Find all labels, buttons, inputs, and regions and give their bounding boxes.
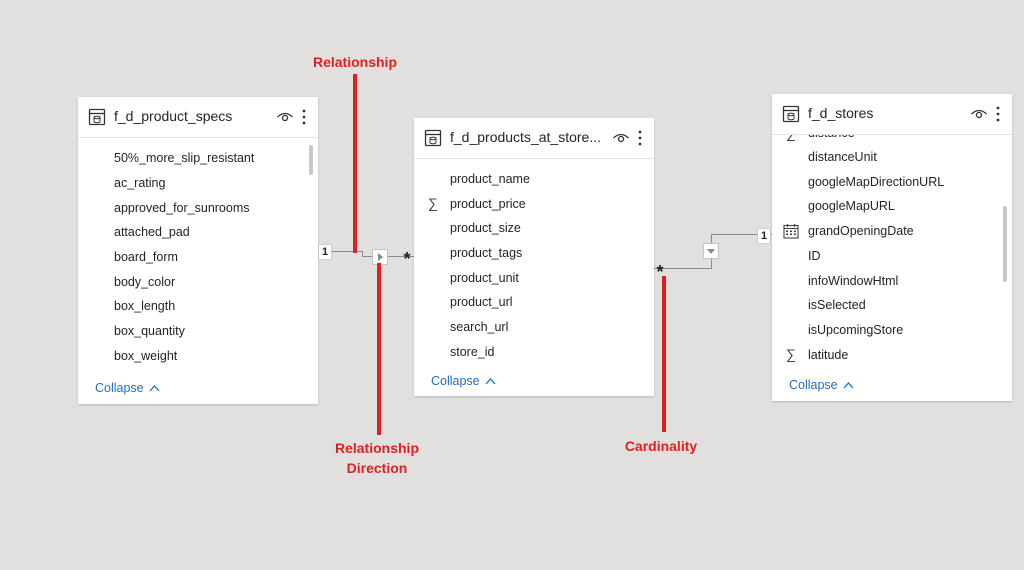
field-item[interactable]: product_name: [450, 172, 530, 186]
table-name: f_d_product_specs: [114, 108, 233, 124]
field-item[interactable]: grandOpeningDate: [808, 224, 914, 238]
table-name: f_d_stores: [808, 105, 874, 121]
eye-icon[interactable]: [612, 130, 630, 146]
field-item[interactable]: googleMapDirectionURL: [808, 175, 945, 189]
chevron-up-icon: [843, 382, 854, 389]
rel-line-segment: [711, 234, 772, 235]
collapse-button[interactable]: Collapse: [431, 374, 496, 388]
field-item[interactable]: latitude: [808, 348, 849, 362]
field-item[interactable]: googleMapURL: [808, 199, 895, 213]
field-item[interactable]: box_quantity: [114, 324, 185, 338]
cardinality-many-marker: *: [656, 262, 664, 282]
table-icon: [88, 108, 106, 126]
collapse-button[interactable]: Collapse: [95, 381, 160, 395]
rel-line-segment: [654, 268, 712, 269]
field-item[interactable]: isUpcomingStore: [808, 323, 904, 337]
rel-line-segment: [318, 251, 363, 252]
field-item[interactable]: product_price: [450, 197, 526, 211]
table-icon: [782, 105, 800, 123]
filter-direction-down-icon[interactable]: [703, 243, 719, 259]
collapse-button[interactable]: Collapse: [789, 378, 854, 392]
field-item[interactable]: 50%_more_slip_resistant: [114, 151, 255, 165]
scrollbar[interactable]: [1003, 206, 1007, 282]
more-options-icon[interactable]: [637, 128, 643, 148]
field-item[interactable]: distanceUnit: [808, 150, 877, 164]
rel-line-segment: [362, 251, 363, 257]
field-item[interactable]: product_unit: [450, 271, 519, 285]
field-item[interactable]: board_form: [114, 250, 178, 264]
field-item[interactable]: product_tags: [450, 246, 523, 260]
chevron-up-icon: [149, 385, 160, 392]
annotation-direction-line2: Direction: [346, 460, 408, 476]
field-item[interactable]: distance: [808, 135, 855, 145]
field-item[interactable]: product_url: [450, 295, 513, 309]
more-options-icon[interactable]: [995, 104, 1001, 124]
eye-icon[interactable]: [276, 109, 294, 125]
sigma-icon: ∑: [428, 195, 438, 211]
sigma-icon: ∑: [786, 346, 796, 362]
table-card-stores[interactable]: ∑ distance distanceUnit googleMapDirecti…: [772, 94, 1012, 401]
collapse-label: Collapse: [431, 374, 480, 388]
cardinality-one-badge: 1: [757, 228, 771, 244]
rel-line-segment: [362, 256, 414, 257]
more-options-icon[interactable]: [301, 107, 307, 127]
annotation-cardinality-label: Cardinality: [624, 438, 698, 454]
annotation-direction-label: Relationship Direction: [312, 438, 442, 478]
collapse-label: Collapse: [789, 378, 838, 392]
scrollbar[interactable]: [309, 145, 313, 175]
field-item[interactable]: store_id: [450, 345, 495, 359]
field-item[interactable]: ID: [808, 249, 821, 263]
field-item[interactable]: attached_pad: [114, 225, 190, 239]
table-card-products-at-store[interactable]: f_d_products_at_store... product_name ∑ …: [414, 118, 654, 396]
field-item[interactable]: isSelected: [808, 298, 866, 312]
eye-icon[interactable]: [970, 106, 988, 122]
field-item[interactable]: ac_rating: [114, 176, 166, 190]
field-item[interactable]: product_size: [450, 221, 521, 235]
field-item[interactable]: box_length: [114, 299, 176, 313]
field-item[interactable]: box_weight: [114, 349, 178, 363]
field-item[interactable]: infoWindowHtml: [808, 274, 899, 288]
table-header[interactable]: f_d_products_at_store...: [414, 118, 654, 159]
table-header[interactable]: f_d_product_specs: [78, 97, 318, 138]
cardinality-one-badge: 1: [318, 244, 332, 260]
table-name: f_d_products_at_store...: [450, 129, 601, 145]
table-card-product-specs[interactable]: f_d_product_specs 50%_more_slip_resistan…: [78, 97, 318, 404]
field-list: ∑ distance distanceUnit googleMapDirecti…: [772, 135, 1012, 375]
sigma-icon: ∑: [783, 135, 799, 145]
annotation-direction-pointer: [377, 263, 381, 435]
annotation-direction-line1: Relationship: [334, 440, 419, 456]
calendar-icon: [783, 224, 799, 239]
table-icon: [424, 129, 442, 147]
annotation-cardinality-pointer: [662, 276, 666, 432]
annotation-relationship-label: Relationship: [312, 54, 397, 70]
cardinality-many-marker: *: [403, 249, 411, 269]
field-item[interactable]: search_url: [450, 320, 509, 334]
chevron-up-icon: [485, 378, 496, 385]
filter-direction-right-icon[interactable]: [372, 249, 388, 265]
collapse-label: Collapse: [95, 381, 144, 395]
field-item[interactable]: approved_for_sunrooms: [114, 201, 250, 215]
annotation-relationship-pointer: [353, 74, 357, 253]
field-item[interactable]: body_color: [114, 275, 176, 289]
table-header[interactable]: f_d_stores: [772, 94, 1012, 135]
